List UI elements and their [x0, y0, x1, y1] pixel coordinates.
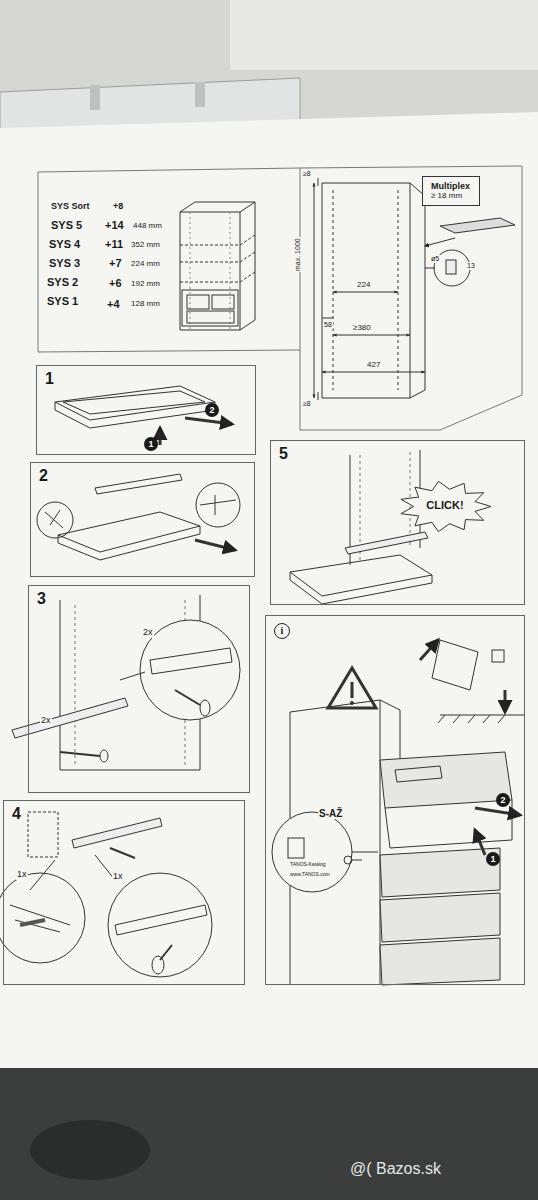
quantity: 2x [40, 716, 52, 726]
plastic-part [230, 0, 538, 70]
clear-box-tab [90, 85, 100, 110]
web-address: www.TANOS.com [289, 872, 331, 878]
floor-shadow [30, 1120, 150, 1180]
height-units: +6 [108, 277, 123, 289]
height-units: +14 [104, 219, 125, 231]
step-panel: 5CLICK! [270, 440, 525, 605]
dimension: 427 [366, 361, 381, 370]
click-starburst: CLICK! [399, 481, 491, 532]
callout-number: 1 [144, 437, 158, 451]
height-units: +11 [104, 238, 124, 250]
dimension: ø5 [430, 255, 440, 263]
node-text: Multiplex [431, 181, 471, 191]
step-number: 5 [279, 445, 516, 463]
watermark: @( Bazos.sk [350, 1160, 441, 1178]
dimension: ≥8 [302, 170, 312, 178]
step-number: 2 [39, 467, 246, 485]
part-number: S-AŽ [318, 808, 343, 819]
callout-number: 1 [486, 852, 500, 866]
dimension: 224 [356, 281, 371, 290]
dimension: 192 mm [130, 280, 161, 289]
sys-label: SYS 3 [48, 257, 81, 269]
dimension: ≥380 [352, 324, 372, 333]
sys-label: SYS 2 [46, 276, 79, 288]
callout-number: 2 [496, 793, 510, 807]
dimension: 224 mm [130, 260, 161, 269]
quantity: 1x [112, 872, 124, 882]
floor [0, 1068, 538, 1200]
step-panel: 4 [3, 800, 245, 985]
height-units: +8 [112, 202, 124, 212]
quantity: 2x [142, 628, 154, 638]
step-number: 4 [12, 805, 236, 823]
material-box: Multiplex≥ 18 mm [422, 176, 480, 206]
sys-label: SYS 4 [48, 238, 81, 250]
info-panel: i [265, 615, 525, 985]
sys-label: SYS Sort [50, 202, 91, 212]
step-panel: 2 [30, 462, 255, 577]
step-panel: 3 [28, 585, 250, 793]
dimension: 13 [466, 262, 476, 270]
line-art [0, 166, 525, 985]
node-text: ≥ 18 mm [431, 191, 471, 200]
dimension: 58 [323, 321, 333, 329]
sys-label: SYS 1 [46, 295, 79, 307]
dimension: 352 mm [130, 241, 161, 250]
node-text: CLICK! [425, 499, 465, 512]
callout-number: 2 [205, 403, 219, 417]
step-number: 3 [37, 590, 241, 608]
step-number: 1 [45, 370, 247, 388]
sys-label: SYS 5 [50, 219, 83, 231]
catalog-note: TANOS-Katalog [289, 862, 326, 868]
dimension: max. 1000 [294, 237, 302, 272]
dimension: 128 mm [130, 300, 161, 309]
height-units: +4 [106, 298, 121, 310]
clear-box-tab [195, 82, 205, 107]
dimension: ≥8 [302, 400, 312, 408]
height-units: +7 [108, 257, 123, 269]
dimension: 448 mm [132, 222, 163, 231]
info-icon: i [274, 623, 290, 639]
quantity: 1x [16, 870, 28, 880]
